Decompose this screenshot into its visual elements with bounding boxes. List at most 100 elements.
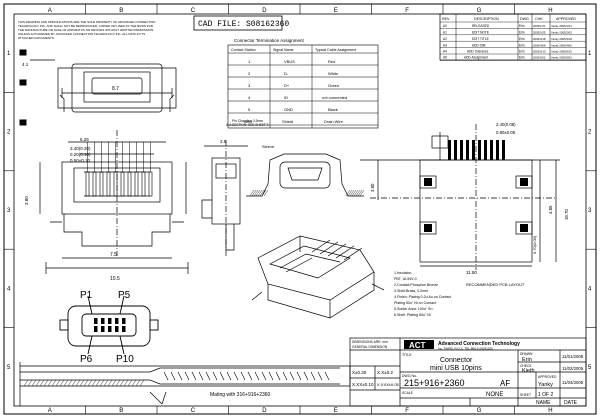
cable-hatch-line: [127, 379, 133, 387]
cable-hatch-line: [115, 379, 121, 387]
termination-cell: 3: [248, 83, 251, 88]
cable-hatch-line: [63, 379, 69, 387]
notice-line: TECHNOLOGY INC. AND SHALL NOT BE REPRODU…: [18, 24, 154, 28]
cable-hatch-line: [99, 379, 105, 387]
dim-front-c: 0.20(0.10): [70, 152, 91, 157]
revision-cell: Erin: [519, 50, 525, 54]
approved-name: Yanky: [538, 382, 553, 388]
check-name: Kieth: [522, 368, 535, 374]
cable-wire-line: [317, 371, 323, 381]
tolerance-b: X.X±0.2: [377, 370, 393, 375]
pcb-pad: [454, 140, 457, 160]
front-pin: [99, 171, 104, 197]
note-line: 2.Contact:Phosphor Bronze: [394, 283, 438, 287]
revision-cell: EDIT TITLE: [472, 37, 489, 41]
face-pin-upper: [101, 318, 105, 324]
zone-row-label: 3: [7, 208, 11, 214]
dim-front-d: 0.50±0.10: [70, 158, 90, 163]
termination-cell: 2: [248, 71, 251, 76]
zone-column-label: H: [548, 8, 552, 14]
drawn-date: 11/01/2005: [562, 354, 584, 359]
revision-cell: Yanky 2005/3/18: [551, 37, 572, 41]
zone-column-label: D: [262, 408, 267, 414]
cable-hatch-line: [107, 379, 113, 387]
revision-cell: Erin: [519, 24, 525, 28]
dim-top-side: 4.1: [22, 62, 29, 67]
termination-cell: 4: [248, 95, 251, 100]
termination-cell: Black: [328, 107, 338, 112]
zone-column-label: E: [334, 408, 338, 414]
termination-cell: White: [328, 71, 339, 76]
notes-block: 1.Insulator: PBT, UL94V-0 2.Contact:Phos…: [394, 271, 451, 317]
title-block: [349, 337, 587, 407]
cable-hatch-line: [43, 379, 49, 387]
pin-label-p6: P6: [80, 354, 93, 365]
zone-column-label: A: [48, 408, 52, 414]
face-pin-upper: [122, 318, 126, 324]
face-pin-lower: [94, 326, 98, 332]
cable-hatch-line: [59, 379, 65, 387]
zone-row-label: 3: [588, 208, 592, 214]
revision-cell: Yanky 2005/4/06: [551, 44, 572, 48]
pcb-pad: [496, 140, 499, 160]
zone-column-label: G: [477, 8, 482, 14]
cable-wire-line: [170, 371, 176, 381]
pin-label-p10: P10: [116, 354, 134, 365]
pcb-mount-pad: [424, 224, 432, 232]
top-view: [30, 59, 177, 113]
cable-hatch-line: [131, 379, 137, 387]
zone-row-label: 1: [588, 51, 592, 57]
cable-hatch-line: [111, 379, 117, 387]
termination-cell: Green: [328, 83, 339, 88]
pin-label-p5: P5: [118, 290, 131, 301]
dim-side-a: 2.5: [220, 139, 227, 144]
pcb-pad: [466, 140, 469, 160]
date-label: DATE: [564, 400, 578, 406]
section-note: A-A SECTION: SEE SHEET 2: [226, 123, 269, 127]
pin-label-p1: P1: [80, 290, 93, 301]
dim-top-width: 8.7: [112, 86, 119, 92]
hatch-line: [259, 189, 265, 197]
pcb-pads: [424, 140, 528, 232]
pcb-pad: [472, 140, 475, 160]
zone-row-label: 5: [588, 365, 592, 371]
check-date: 11/02/2005: [562, 366, 584, 371]
cable-hatch-line: [23, 379, 29, 387]
notice-line: UNLESS AUTHORIZED BY ADVANCED CONNECTION…: [18, 32, 145, 36]
isometric-view: [251, 235, 385, 319]
tolerance-c: X.XX±0.10: [352, 382, 374, 387]
company-name: Advanced Connection Technology: [438, 341, 520, 347]
zone-column-label: F: [405, 408, 409, 414]
dwg-no: 215+916+2360: [404, 378, 465, 388]
revision-cell: 2005/2/05: [533, 31, 546, 35]
cable-hatch-line: [91, 379, 97, 387]
cable-hatch-line: [51, 379, 57, 387]
revision-cell: EDIT NOTE: [472, 31, 489, 35]
cable-hatch-line: [47, 379, 53, 387]
revision-value: AF: [500, 379, 510, 388]
hatch-line: [347, 189, 353, 197]
drawing-note: Pin Chamfer: 0.3mm: [232, 119, 263, 123]
hatch-line: [249, 189, 255, 197]
zone-row-label: 4: [588, 286, 592, 292]
dim-pcb-c: 11.50: [466, 270, 477, 275]
cable-wire-line: [226, 371, 232, 381]
cable-hatch-line: [39, 379, 45, 387]
iso-pin: [319, 241, 339, 255]
face-pin-upper: [94, 318, 98, 324]
hatch-line: [255, 189, 261, 197]
side-view: [201, 140, 248, 256]
zone-row-label: 2: [588, 130, 592, 136]
termination-cell: VBUS: [284, 59, 295, 64]
termination-cell: ID: [284, 95, 288, 100]
dim-front-b: 3.40(0.30): [70, 146, 91, 151]
units-label: DIMENSIONS ARE: mm: [352, 340, 388, 344]
revision-cell: Erin: [519, 31, 525, 35]
termination-cell: Shield: [282, 119, 293, 124]
zone-row-label: 5: [7, 365, 11, 371]
cable-wire-line: [233, 371, 239, 381]
front-pin: [92, 171, 97, 197]
termination-cell: Drain Wire: [324, 119, 344, 124]
revision-table: REV. DESCRIPTION DWG CHK APPROVED A0 REL…: [439, 13, 587, 61]
